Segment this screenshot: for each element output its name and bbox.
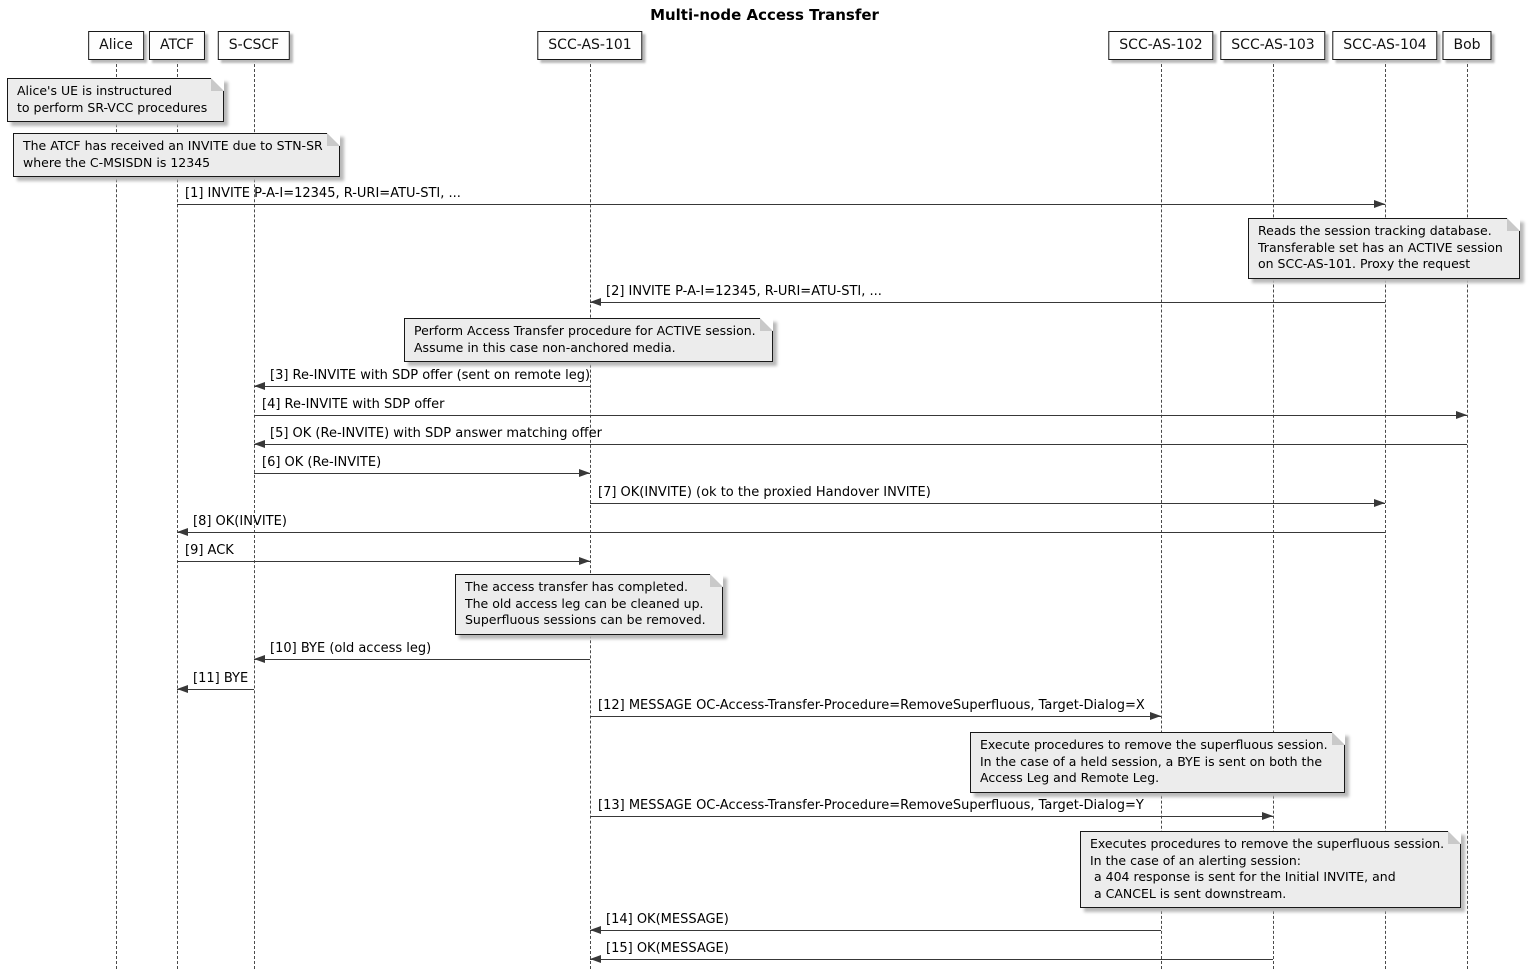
message-label: [8] OK(INVITE): [193, 514, 287, 529]
participant-label: SCC-AS-103: [1231, 37, 1315, 53]
participant-box-scc101: SCC-AS-101: [537, 31, 643, 60]
arrowhead-icon: [254, 382, 265, 390]
arrowhead-icon: [254, 440, 265, 448]
arrowhead-icon: [1150, 712, 1161, 720]
participant-label: SCC-AS-101: [548, 37, 632, 53]
arrowhead-icon: [1374, 200, 1385, 208]
note: Executes procedures to remove the superf…: [1080, 831, 1462, 908]
message-label: [13] MESSAGE OC-Access-Transfer-Procedur…: [598, 798, 1144, 813]
note-fold-icon: [211, 78, 225, 91]
participant-box-bob: Bob: [1442, 31, 1492, 60]
note-text: The access transfer has completed. The o…: [465, 579, 706, 627]
note: The access transfer has completed. The o…: [455, 574, 723, 635]
arrowhead-icon: [590, 926, 601, 934]
message-line: [177, 561, 590, 562]
arrowhead-icon: [177, 685, 188, 693]
note-text: Reads the session tracking database. Tra…: [1258, 223, 1503, 271]
participant-label: ATCF: [159, 37, 195, 53]
note: Perform Access Transfer procedure for AC…: [404, 318, 773, 362]
note-fold-icon: [326, 133, 340, 146]
participant-label: SCC-AS-102: [1119, 37, 1203, 53]
arrowhead-icon: [590, 955, 601, 963]
message-label: [15] OK(MESSAGE): [606, 941, 729, 956]
message-label: [6] OK (Re-INVITE): [262, 455, 382, 470]
participant-box-atcf: ATCF: [148, 31, 206, 60]
participant-label: Bob: [1453, 37, 1481, 53]
note-text: The ATCF has received an INVITE due to S…: [23, 138, 323, 170]
arrowhead-icon: [1374, 499, 1385, 507]
message-line: [590, 816, 1273, 817]
participant-box-scc103: SCC-AS-103: [1220, 31, 1326, 60]
lifeline-atcf: [176, 59, 178, 969]
note-text: Perform Access Transfer procedure for AC…: [414, 323, 756, 355]
message-label: [10] BYE (old access leg): [270, 641, 432, 656]
message-label: [14] OK(MESSAGE): [606, 912, 729, 927]
message-label: [9] ACK: [185, 543, 234, 558]
note: Reads the session tracking database. Tra…: [1248, 218, 1520, 279]
note: Execute procedures to remove the superfl…: [970, 732, 1345, 793]
note: The ATCF has received an INVITE due to S…: [13, 133, 340, 177]
message-line: [177, 532, 1385, 533]
message-label: [4] Re-INVITE with SDP offer: [262, 397, 445, 412]
note-text: Alice's UE is instructured to perform SR…: [17, 83, 208, 115]
message-label: [3] Re-INVITE with SDP offer (sent on re…: [270, 368, 591, 383]
participant-box-scscf: S-CSCF: [217, 31, 291, 60]
arrowhead-icon: [590, 298, 601, 306]
arrowhead-icon: [177, 528, 188, 536]
message-line: [177, 204, 1385, 205]
lifeline-alice: [115, 59, 117, 969]
message-line: [590, 959, 1273, 960]
message-line: [254, 386, 590, 387]
arrowhead-icon: [579, 469, 590, 477]
message-label: [12] MESSAGE OC-Access-Transfer-Procedur…: [598, 698, 1145, 713]
message-label: [2] INVITE P-A-I=12345, R-URI=ATU-STI, .…: [606, 284, 882, 299]
note-fold-icon: [1448, 831, 1462, 844]
note-text: Executes procedures to remove the superf…: [1090, 836, 1445, 901]
message-line: [254, 415, 1467, 416]
arrowhead-icon: [1262, 812, 1273, 820]
note: Alice's UE is instructured to perform SR…: [7, 78, 225, 122]
arrowhead-icon: [1456, 411, 1467, 419]
arrowhead-icon: [254, 655, 265, 663]
arrowhead-icon: [579, 557, 590, 565]
diagram-title: Multi-node Access Transfer: [650, 6, 879, 24]
message-line: [590, 930, 1161, 931]
note-fold-icon: [709, 574, 723, 587]
participant-label: S-CSCF: [228, 37, 280, 53]
message-label: [5] OK (Re-INVITE) with SDP answer match…: [270, 426, 602, 441]
message-line: [590, 503, 1385, 504]
message-label: [11] BYE: [193, 671, 249, 686]
lifeline-scscf: [253, 59, 255, 969]
note-fold-icon: [1331, 732, 1345, 745]
message-label: [7] OK(INVITE) (ok to the proxied Handov…: [598, 485, 931, 500]
lifeline-scc101: [589, 59, 591, 969]
lifeline-bob: [1466, 59, 1468, 969]
message-line: [254, 444, 1467, 445]
lifeline-scc103: [1272, 59, 1274, 969]
participant-label: SCC-AS-104: [1343, 37, 1427, 53]
message-label: [1] INVITE P-A-I=12345, R-URI=ATU-STI, .…: [185, 186, 461, 201]
message-line: [590, 302, 1385, 303]
note-fold-icon: [1506, 218, 1520, 231]
lifeline-scc102: [1160, 59, 1162, 969]
lifeline-scc104: [1384, 59, 1386, 969]
message-line: [177, 689, 254, 690]
message-line: [590, 716, 1161, 717]
message-line: [254, 659, 590, 660]
participant-label: Alice: [99, 37, 133, 53]
note-fold-icon: [759, 318, 773, 331]
note-text: Execute procedures to remove the superfl…: [980, 737, 1328, 785]
participant-box-scc104: SCC-AS-104: [1332, 31, 1438, 60]
participant-box-scc102: SCC-AS-102: [1108, 31, 1214, 60]
message-line: [254, 473, 590, 474]
participant-box-alice: Alice: [88, 31, 144, 60]
